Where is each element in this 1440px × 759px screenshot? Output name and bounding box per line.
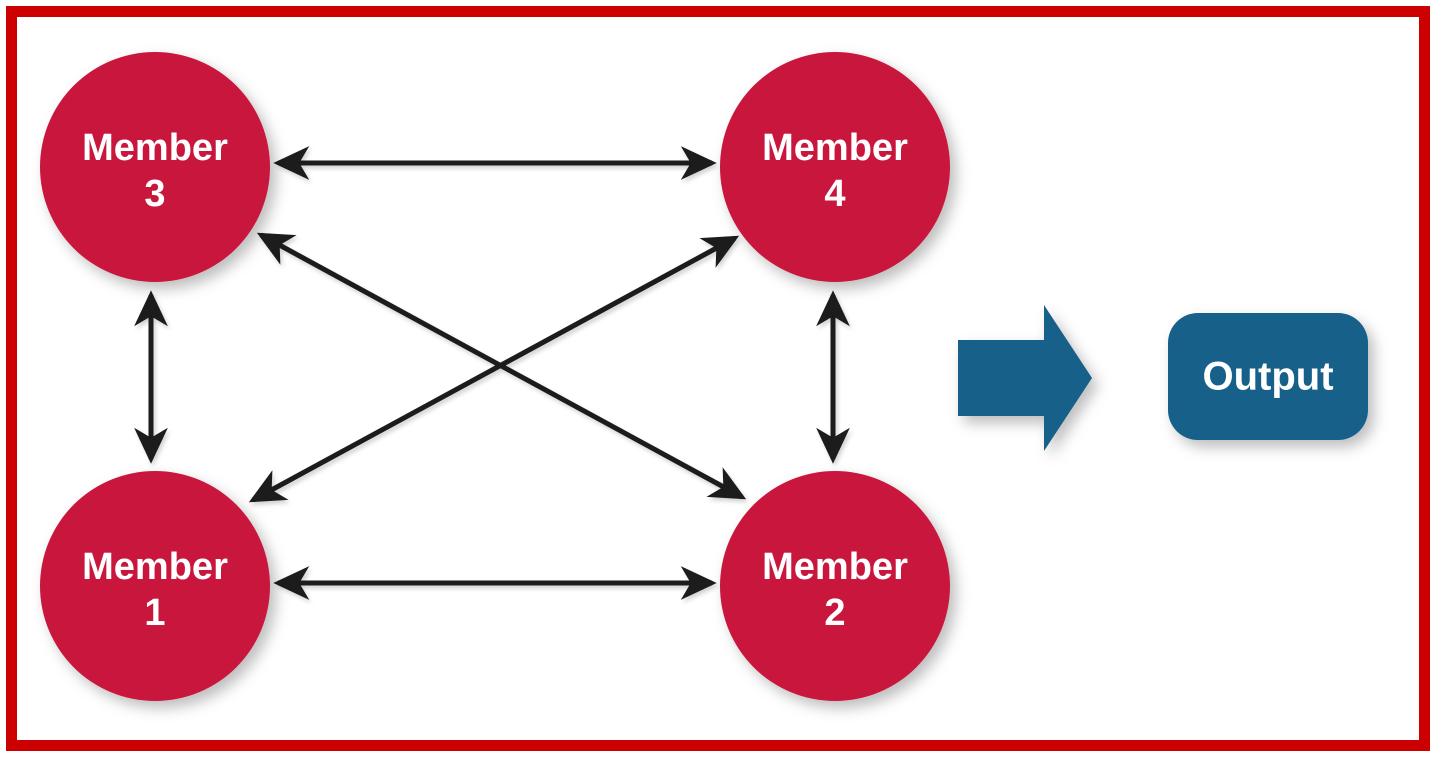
node-member2[interactable] <box>720 471 950 701</box>
node-member2-label-line2: 2 <box>824 592 845 634</box>
node-member4-label-line1: Member <box>762 127 908 169</box>
node-member3-circle[interactable] <box>40 52 270 282</box>
node-member4-circle[interactable] <box>720 52 950 282</box>
node-member1-circle[interactable] <box>40 471 270 701</box>
edge-member1-member4 <box>248 235 740 503</box>
node-member3-label-line1: Member <box>82 127 228 169</box>
output-node-label: Output <box>1202 355 1333 399</box>
node-member4[interactable] <box>720 52 950 282</box>
node-member1[interactable] <box>40 471 270 701</box>
output-node[interactable] <box>1168 313 1368 440</box>
connector-layer <box>134 146 850 600</box>
node-member2-circle[interactable] <box>720 471 950 701</box>
node-member3-label-line2: 3 <box>144 173 165 215</box>
node-member3[interactable] <box>40 52 270 282</box>
node-member1-label-line1: Member <box>82 546 228 588</box>
block-arrow-right-icon <box>958 305 1092 451</box>
node-member2-label-line1: Member <box>762 546 908 588</box>
output-node-box[interactable] <box>1168 313 1368 440</box>
node-member4-label-line2: 4 <box>824 173 845 215</box>
node-member1-label-line2: 1 <box>144 592 165 634</box>
